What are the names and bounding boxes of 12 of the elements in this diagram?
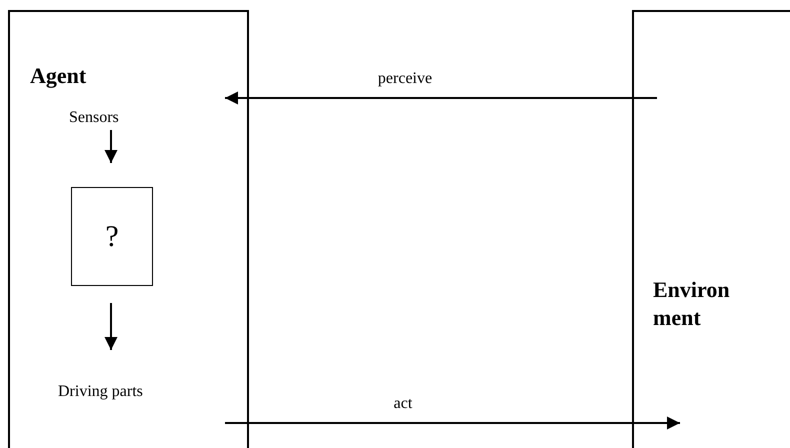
arrow xyxy=(225,92,657,104)
arrow xyxy=(104,303,118,350)
process-box: ? xyxy=(71,187,153,286)
agent-box xyxy=(8,10,249,448)
driving-parts-label: Driving parts xyxy=(58,382,203,404)
heading: Agent xyxy=(30,62,86,90)
edge-label: perceive xyxy=(376,70,434,88)
arrow xyxy=(104,130,118,163)
sensors-label: Sensors xyxy=(69,108,154,130)
environment-box xyxy=(632,10,790,448)
arrow xyxy=(225,416,680,430)
heading: Environ ment xyxy=(653,276,731,331)
